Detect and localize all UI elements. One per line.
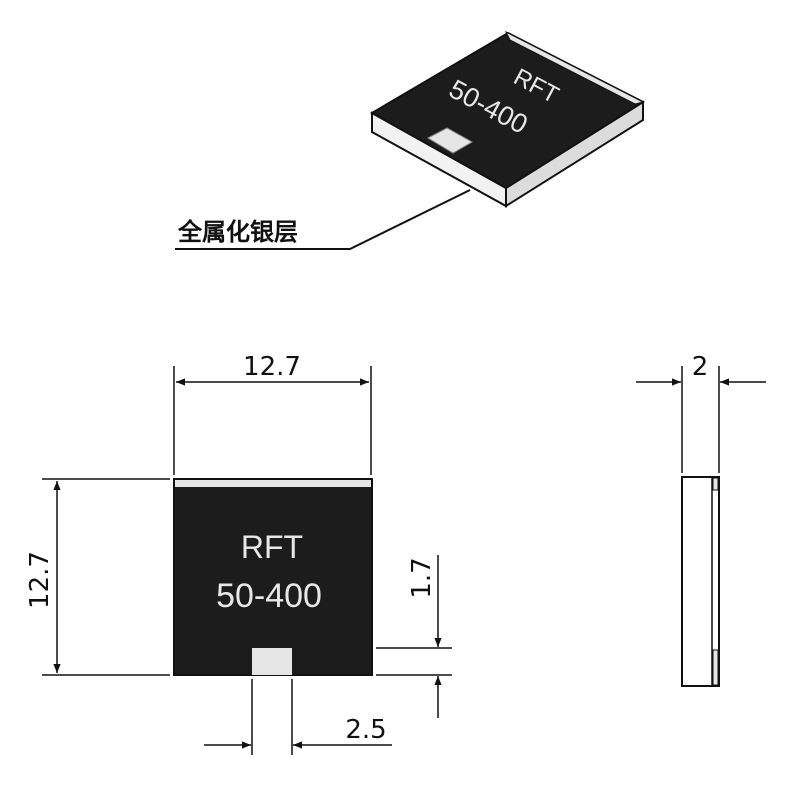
iso-pad <box>426 127 474 154</box>
front-top-metallization <box>175 480 371 487</box>
dim-pad-height-text: 1.7 <box>407 557 437 598</box>
front-marking-line1: RFT <box>241 529 303 565</box>
dim-height-text: 12.7 <box>25 551 55 609</box>
isometric-view: RFT 50-400 全属化银层 <box>175 30 646 250</box>
front-body <box>173 478 373 676</box>
dim-width-text: 12.7 <box>243 352 301 382</box>
callout-leader <box>175 189 471 250</box>
iso-back-metallization <box>504 30 645 105</box>
side-metallization-top <box>712 477 719 491</box>
dim-thickness-text: 2 <box>692 352 709 382</box>
front-pad <box>252 648 292 675</box>
front-marking-line2: 50-400 <box>216 577 322 615</box>
side-view: 2 <box>636 352 766 687</box>
callout-label: 全属化银层 <box>177 218 298 246</box>
side-metallization-bottom <box>712 649 719 686</box>
front-view: RFT 50-400 12.7 12.7 1.7 2.5 <box>25 352 452 755</box>
dim-pad-width-text: 2.5 <box>345 715 386 745</box>
